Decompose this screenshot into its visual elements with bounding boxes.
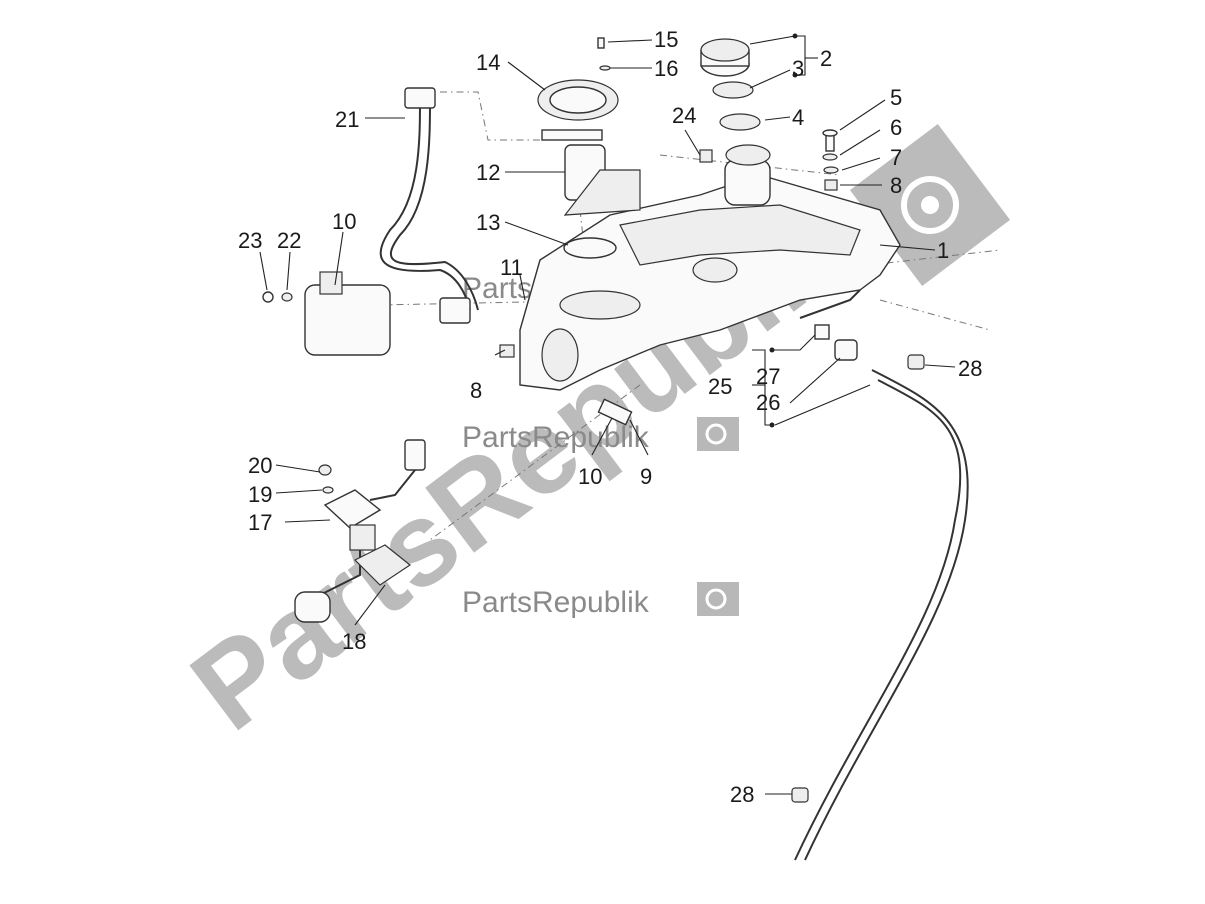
callout-13: 13: [476, 210, 500, 235]
pump-washer: [599, 65, 611, 71]
callout-21: 21: [335, 107, 359, 132]
filler-seal-ring: [719, 113, 761, 131]
watermark-text: PartsRepublik: [462, 421, 650, 454]
callout-20: 20: [248, 453, 272, 478]
vent-valve: [799, 289, 861, 361]
callout-6: 6: [890, 115, 902, 140]
clip: [499, 344, 515, 358]
sender-nut: [318, 464, 332, 476]
callout-10: 10: [332, 209, 356, 234]
fuel-tank: [519, 174, 901, 391]
callout-16: 16: [654, 56, 678, 81]
callout-2: 2: [820, 46, 832, 71]
cap-gasket: [712, 81, 754, 99]
callout-8: 8: [890, 173, 902, 198]
watermark-gear-icon: [705, 588, 727, 610]
bolt-stack: [822, 129, 839, 191]
callout-26: 26: [756, 390, 780, 415]
callout-9: 9: [640, 464, 652, 489]
callout-15: 15: [654, 27, 678, 52]
callout-4: 4: [792, 105, 804, 130]
callout-8: 8: [470, 378, 482, 403]
filler-neck: [724, 144, 771, 206]
fuel-cap: [700, 38, 750, 77]
callout-24: 24: [672, 103, 696, 128]
bracket-washer: [281, 292, 293, 302]
watermark-flag-icon: [697, 582, 739, 616]
callout-14: 14: [476, 50, 500, 75]
callout-10: 10: [578, 464, 602, 489]
callout-5: 5: [890, 85, 902, 110]
pump-o-ring: [563, 237, 617, 259]
callout-23: 23: [238, 228, 262, 253]
pump-screw: [597, 37, 605, 49]
fuel-pump: [541, 129, 641, 216]
hose-connector: [439, 297, 471, 324]
tank-port: [692, 257, 738, 283]
watermark-text: PartsRepublik: [462, 586, 650, 619]
leader-dots: [769, 33, 798, 428]
watermark-row-2: PartsRepublik: [462, 417, 739, 454]
callout-22: 22: [277, 228, 301, 253]
leader-lines: [259, 35, 956, 795]
callout-12: 12: [476, 160, 500, 185]
drain-hose: [804, 369, 969, 861]
fuel-level-sender: [294, 439, 426, 623]
pump-gasket: [537, 79, 619, 121]
fuel-hose: [379, 99, 471, 311]
pump-opening: [559, 290, 641, 320]
callout-18: 18: [342, 629, 366, 654]
callout-3: 3: [792, 56, 804, 81]
throttle-body: [304, 271, 391, 356]
watermark-row-3: PartsRepublik: [462, 582, 739, 619]
callout-28: 28: [958, 356, 982, 381]
bracket-screw: [262, 291, 274, 303]
callout-1: 1: [937, 238, 949, 263]
watermark-gear-icon: [849, 123, 1011, 287]
clip: [699, 149, 713, 163]
watermark-flag-icon: [697, 417, 739, 451]
watermark-gear-icon: [705, 423, 727, 445]
sender-washer: [322, 486, 334, 494]
callout-labels: 1 2 3 4 5 6 7 8 8 9 10 10 11 12 13 14 15…: [238, 27, 982, 807]
hose-connector: [404, 87, 436, 109]
callout-11: 11: [500, 255, 523, 280]
callout-7: 7: [890, 145, 902, 170]
hose-clamp: [907, 354, 925, 370]
sender-gasket: [353, 544, 412, 586]
callout-25: 25: [708, 374, 732, 399]
callout-17: 17: [248, 510, 272, 535]
tank-mount-boss: [541, 328, 579, 382]
hose-clamp: [791, 787, 809, 803]
callout-28: 28: [730, 782, 754, 807]
callout-27: 27: [756, 364, 780, 389]
callout-19: 19: [248, 482, 272, 507]
